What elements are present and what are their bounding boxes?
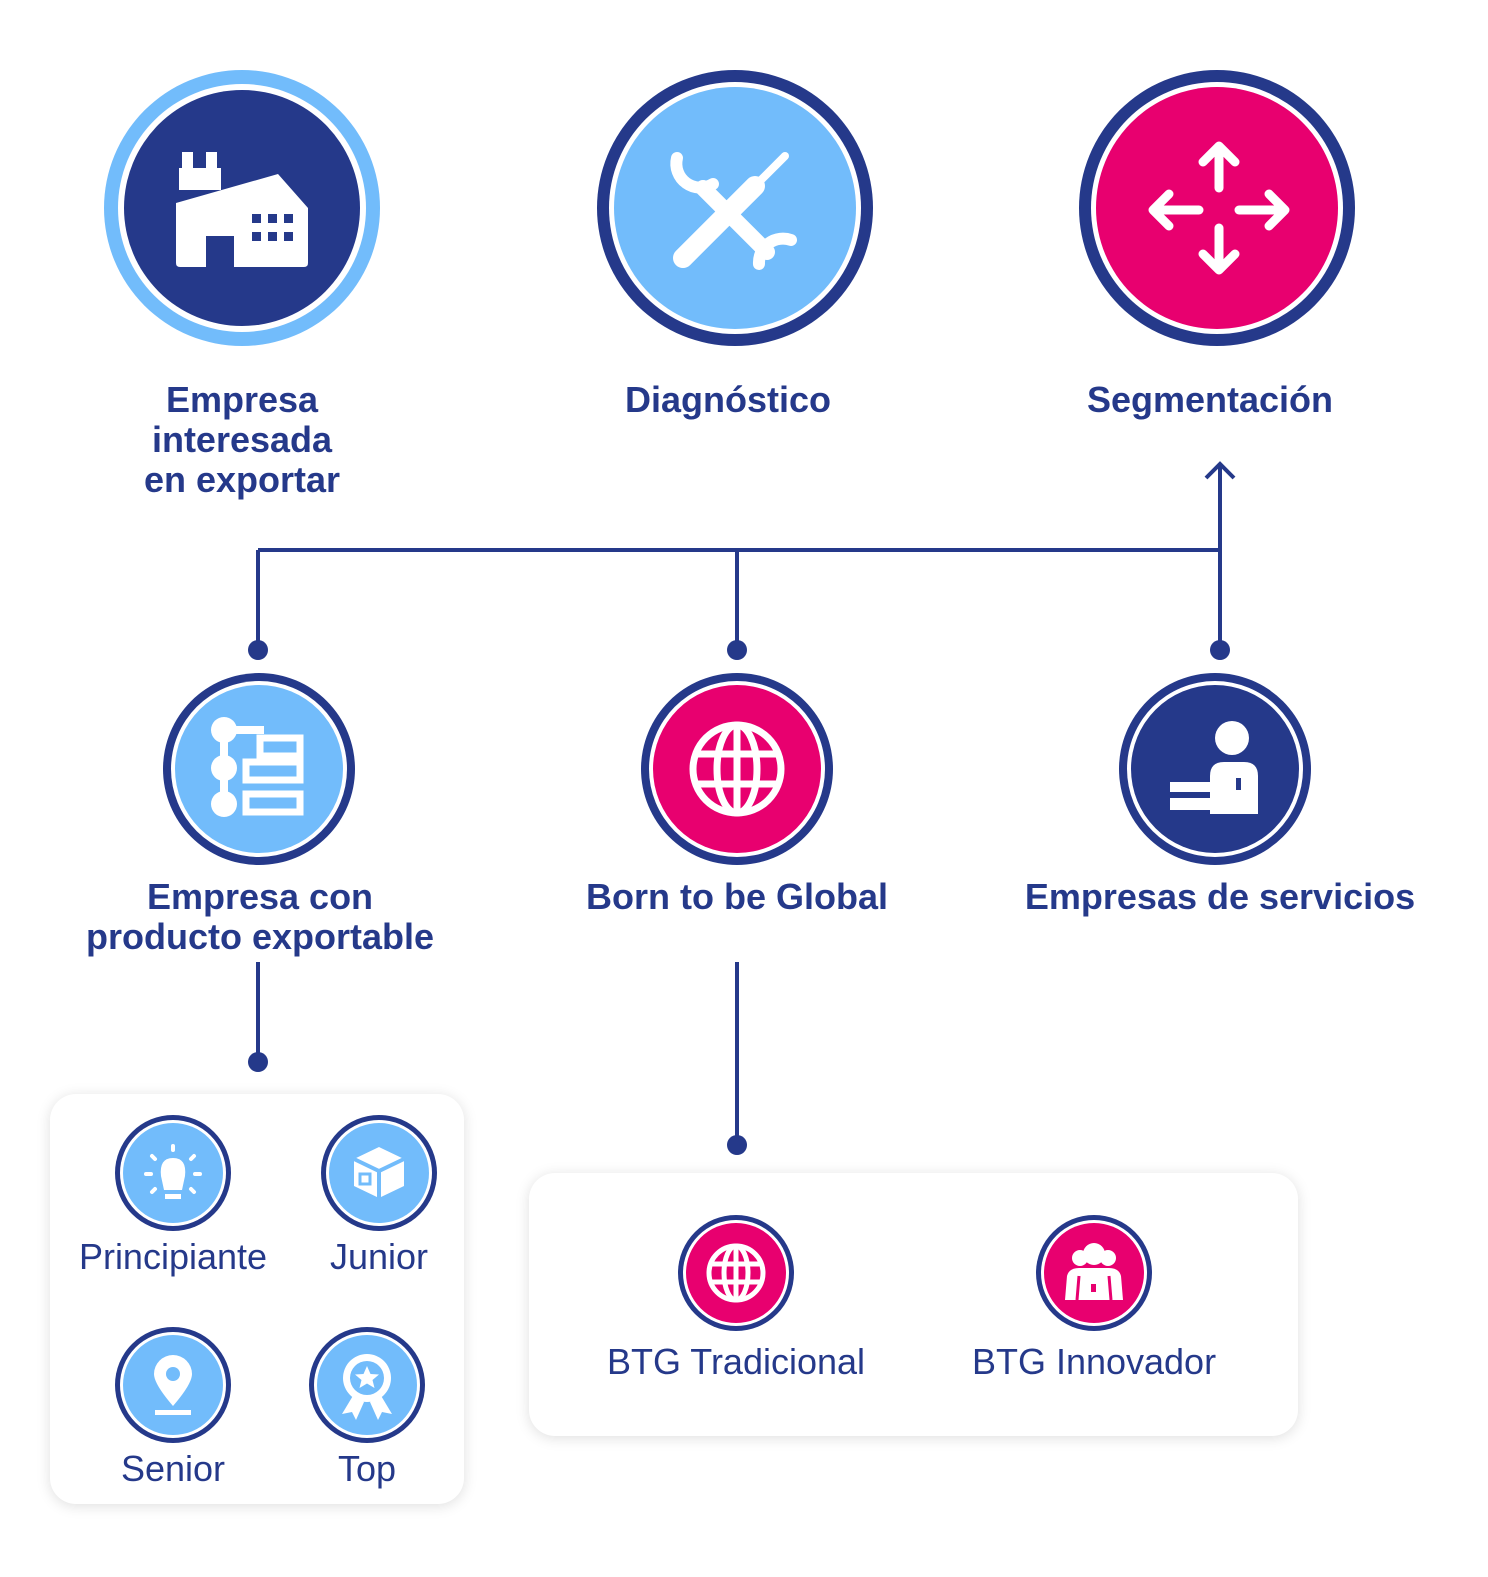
label-junior: Junior: [329, 1236, 429, 1277]
location-pin-icon: [115, 1327, 231, 1443]
btg-panel: [529, 1173, 1298, 1436]
producto-exportable-node: [162, 672, 356, 866]
label-empresa-interesada: Empresa interesada en exportar: [143, 379, 341, 500]
connector-dot: [248, 640, 268, 660]
box-icon: [321, 1115, 437, 1231]
label-btg-innovador: BTG Innovador: [971, 1341, 1217, 1382]
connector-dot: [727, 640, 747, 660]
label-empresa-con-producto: Empresa con producto exportable: [85, 876, 435, 957]
people-group-icon: [1036, 1215, 1152, 1331]
service-desk-icon: [1119, 673, 1311, 865]
factory-icon: [104, 70, 380, 346]
label-segmentacion: Segmentación: [1086, 379, 1334, 420]
globe-icon: [641, 673, 833, 865]
level-top: [308, 1326, 426, 1444]
label-empresas-de-servicios: Empresas de servicios: [1024, 876, 1416, 917]
flowchart-icon: [163, 673, 355, 865]
globe-icon: [678, 1215, 794, 1331]
award-icon: [309, 1327, 425, 1443]
segmentacion-node: [1077, 68, 1357, 348]
servicios-node: [1118, 672, 1312, 866]
label-top: Top: [337, 1448, 397, 1489]
connector-dot: [727, 1135, 747, 1155]
level-senior: [114, 1326, 232, 1444]
label-diagnostico: Diagnóstico: [624, 379, 831, 420]
label-principiante: Principiante: [78, 1236, 268, 1277]
btg-innovador: [1035, 1214, 1153, 1332]
label-born-to-be-global: Born to be Global: [586, 876, 888, 917]
arrows-expand-icon: [1079, 70, 1355, 346]
arrow-head-up: [1204, 461, 1236, 480]
diagnostico-node: [595, 68, 875, 348]
factory-node: [102, 68, 382, 348]
level-principiante: [114, 1114, 232, 1232]
connector-dot: [248, 1052, 268, 1072]
label-btg-tradicional: BTG Tradicional: [606, 1341, 866, 1382]
btg-tradicional: [677, 1214, 795, 1332]
lightbulb-icon: [115, 1115, 231, 1231]
label-senior: Senior: [120, 1448, 226, 1489]
connector-dot: [1210, 640, 1230, 660]
born-global-node: [640, 672, 834, 866]
tools-icon: [597, 70, 873, 346]
level-junior: [320, 1114, 438, 1232]
